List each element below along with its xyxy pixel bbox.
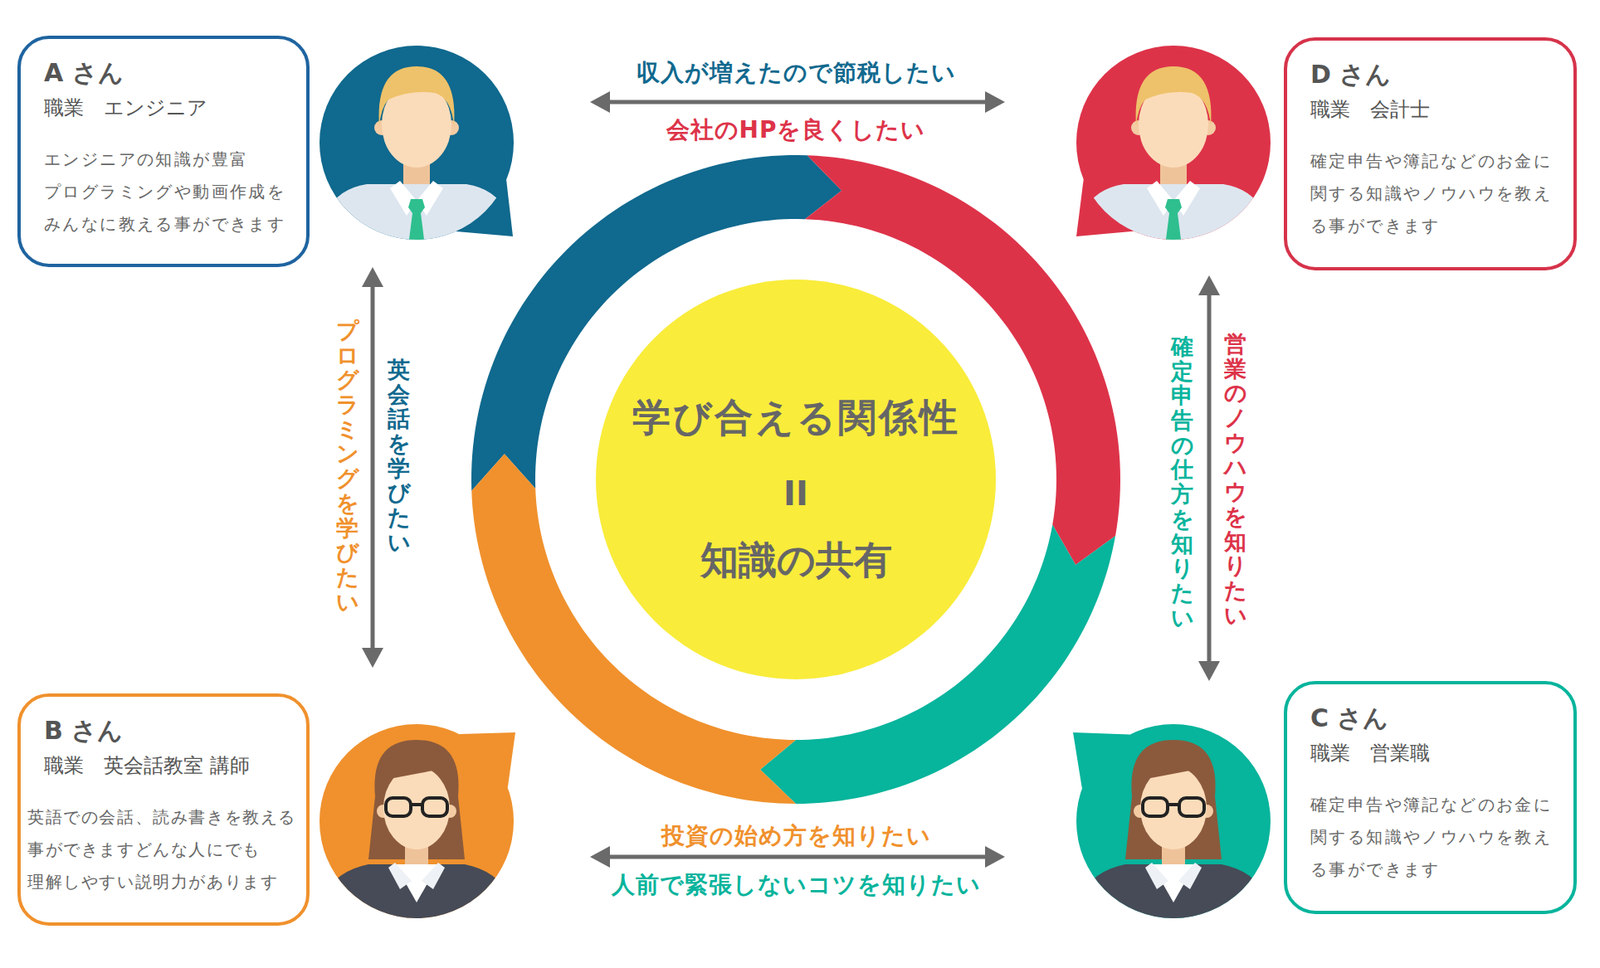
- equals-sign: II: [783, 474, 809, 513]
- hair-back: [1125, 740, 1222, 860]
- profile-text: 確定申告や簿記などのお金に 関する知識やノウハウを教え る事ができます: [1310, 789, 1561, 887]
- job-title: 職業 英会話教室 講師: [43, 751, 302, 781]
- double-arrow: [370, 271, 376, 664]
- center-circle: 学び合える関係性 II 知識の共有: [595, 279, 996, 680]
- text-line: 事ができますどんな人にでも: [27, 834, 302, 867]
- text-line: る事ができます: [1310, 853, 1561, 887]
- edge-label: 英会話を学びたい: [387, 357, 410, 556]
- jacket: [1082, 864, 1265, 938]
- edge-label: 投資の始め方を知りたい: [661, 820, 932, 853]
- text-line: プログラミングや動画作成を: [43, 175, 293, 209]
- text-line: みんなに教える事ができます: [43, 208, 293, 241]
- edge-label: 収入が増えたので節税したい: [636, 57, 957, 89]
- job-title: 職業 会計士: [1310, 95, 1561, 124]
- profile-text: 確定申告や簿記などのお金に 関する知識やノウハウを教え る事ができます: [1310, 145, 1561, 243]
- card-outline: A さん職業 エンジニアエンジニアの知識が豊富 プログラミングや動画作成を みん…: [17, 35, 310, 268]
- person-name: B さん: [43, 715, 302, 747]
- person-figure: [1082, 740, 1265, 938]
- text-line: エンジニアの知識が豊富: [43, 143, 293, 176]
- avatar: [319, 724, 516, 938]
- profile-text: エンジニアの知識が豊富 プログラミングや動画作成を みんなに教える事ができます: [43, 143, 293, 241]
- double-arrow: [594, 855, 1001, 860]
- job-title: 職業 エンジニア: [43, 93, 293, 122]
- person-name: A さん: [43, 57, 293, 89]
- job-title: 職業 営業職: [1310, 739, 1561, 768]
- text-line: 関する知識やノウハウを教え: [1310, 177, 1561, 210]
- jacket: [325, 864, 508, 938]
- card-outline: C さん職業 営業職確定申告や簿記などのお金に 関する知識やノウハウを教え る事…: [1283, 681, 1577, 915]
- face: [383, 766, 450, 850]
- tie: [406, 199, 427, 259]
- collar: [1178, 863, 1202, 890]
- avatar: [319, 45, 514, 259]
- want-label: 確定申告の仕方を知りたい: [1170, 334, 1194, 630]
- person-card: C さん職業 営業職確定申告や簿記などのお金に 関する知識やノウハウを教え る事…: [1004, 681, 1577, 915]
- glasses: [385, 798, 411, 817]
- person-name: D さん: [1310, 58, 1561, 91]
- text-line: 確定申告や簿記などのお金に: [1310, 145, 1561, 178]
- center-heading: 学び合える関係性: [632, 392, 961, 444]
- person-card: B さん職業 英会話教室 講師英語での会話、読み書きを教える 事ができますどんな…: [17, 668, 591, 927]
- face: [1140, 766, 1207, 850]
- person-figure: [325, 66, 508, 259]
- want-label: 人前で緊張しないコツを知りたい: [611, 869, 981, 902]
- circle-fill: [595, 279, 996, 680]
- collar: [388, 863, 412, 890]
- text-line: 英語での会話、読み書きを教える: [27, 801, 302, 835]
- person-figure: [325, 740, 508, 938]
- edge-label: 営業のノウハウを知りたい: [1224, 331, 1247, 628]
- hair-back: [368, 740, 465, 860]
- card-outline: B さん職業 英会話教室 講師英語での会話、読み書きを教える 事ができますどんな…: [17, 693, 310, 927]
- person-card: A さん職業 エンジニアエンジニアの知識が豊富 プログラミングや動画作成を みん…: [17, 35, 591, 268]
- want-label: 会社のHPを良くしたい: [666, 114, 927, 147]
- text-line: る事ができます: [1310, 209, 1561, 243]
- glasses: [1142, 798, 1168, 817]
- double-arrow: [594, 100, 1001, 105]
- shirt: [325, 184, 508, 259]
- person-figure: [1082, 66, 1265, 259]
- hair: [379, 66, 455, 127]
- avatar: [1073, 724, 1271, 938]
- glasses: [422, 798, 448, 817]
- hair: [1136, 66, 1212, 127]
- person-card: D さん職業 会計士確定申告や簿記などのお金に 関する知識やノウハウを教え る事…: [1004, 37, 1577, 276]
- avatar: [1076, 45, 1271, 259]
- want-label: プログラミングを学びたい: [336, 318, 359, 615]
- collar: [421, 863, 445, 890]
- text-line: 関する知識やノウハウを教え: [1310, 821, 1561, 854]
- profile-text: 英語での会話、読み書きを教える 事ができますどんな人にでも 理解しやすい説明力が…: [27, 801, 302, 899]
- text-line: 確定申告や簿記などのお金に: [1310, 789, 1561, 822]
- glasses: [1179, 798, 1205, 817]
- glasses-bridge: [1167, 803, 1180, 807]
- glasses-bridge: [410, 803, 423, 807]
- double-arrow: [1207, 279, 1212, 678]
- collar: [1145, 863, 1169, 890]
- shirt: [1082, 184, 1265, 259]
- text-line: 理解しやすい説明力があります: [27, 866, 302, 899]
- center-subheading: 知識の共有: [700, 535, 893, 587]
- card-outline: D さん職業 会計士確定申告や簿記などのお金に 関する知識やノウハウを教え る事…: [1283, 37, 1577, 271]
- person-name: C さん: [1310, 702, 1561, 735]
- tie: [1163, 199, 1184, 259]
